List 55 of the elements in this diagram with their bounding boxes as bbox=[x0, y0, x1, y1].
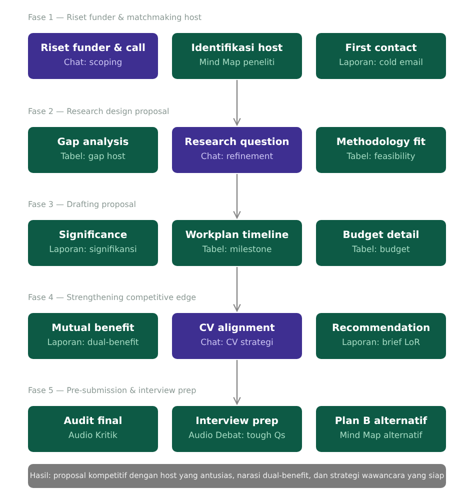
step-source: Tabel: milestone bbox=[202, 244, 272, 256]
phase-heading: Fase 5 — Pre-submission & interview prep bbox=[28, 386, 196, 395]
arrow bbox=[233, 360, 241, 405]
arrow bbox=[233, 267, 241, 312]
process-box bbox=[316, 220, 446, 266]
step-title: Workplan timeline bbox=[185, 230, 289, 243]
step-source: Tabel: feasibility bbox=[346, 152, 416, 163]
step-title: Mutual benefit bbox=[52, 323, 134, 336]
step-source: Audio Kritik bbox=[68, 430, 118, 442]
step-title: Plan B alternatif bbox=[334, 416, 428, 429]
arrow bbox=[233, 174, 241, 219]
step-title: Budget detail bbox=[342, 230, 420, 243]
step-source: Laporan: brief LoR bbox=[342, 338, 420, 349]
step-title: Riset funder & call bbox=[40, 43, 146, 56]
process-box bbox=[316, 406, 446, 452]
step-source: Chat: CV strategi bbox=[200, 338, 274, 349]
process-box bbox=[172, 406, 302, 452]
process-box bbox=[28, 406, 158, 452]
step-title: Interview prep bbox=[196, 416, 278, 429]
process-box bbox=[28, 33, 158, 79]
step-title: Research question bbox=[184, 137, 290, 150]
step-source: Laporan: cold email bbox=[339, 58, 423, 69]
step-source: Tabel: budget bbox=[352, 244, 410, 256]
step-source: Chat: scoping bbox=[64, 58, 122, 69]
process-box bbox=[172, 220, 302, 266]
process-box bbox=[28, 127, 158, 173]
process-box bbox=[316, 33, 446, 79]
phase-heading: Fase 4 — Strengthening competitive edge bbox=[28, 293, 196, 302]
arrow bbox=[233, 80, 241, 126]
step-title: Methodology fit bbox=[336, 137, 426, 150]
step-source: Mind Map alternatif bbox=[340, 430, 422, 442]
step-source: Tabel: gap host bbox=[60, 152, 126, 163]
step-title: CV alignment bbox=[199, 323, 275, 336]
process-box bbox=[28, 313, 158, 359]
process-box bbox=[172, 127, 302, 173]
step-title: First contact bbox=[345, 43, 417, 56]
process-box bbox=[316, 127, 446, 173]
step-source: Laporan: dual-benefit bbox=[47, 338, 139, 349]
step-title: Significance bbox=[58, 230, 128, 243]
step-title: Recommendation bbox=[332, 323, 430, 336]
step-title: Audit final bbox=[64, 416, 122, 429]
process-box bbox=[316, 313, 446, 359]
process-box bbox=[172, 33, 302, 79]
step-source: Mind Map peneliti bbox=[199, 58, 275, 69]
result-banner bbox=[28, 464, 446, 488]
phase-heading: Fase 2 — Research design proposal bbox=[28, 107, 170, 116]
process-box bbox=[172, 313, 302, 359]
phase-heading: Fase 1 — Riset funder & matchmaking host bbox=[28, 13, 202, 22]
step-source: Laporan: signifikansi bbox=[49, 244, 137, 256]
step-source: Audio Debat: tough Qs bbox=[188, 430, 286, 442]
step-title: Identifikasi host bbox=[191, 43, 283, 56]
phase-heading: Fase 3 — Drafting proposal bbox=[28, 200, 136, 209]
process-box bbox=[28, 220, 158, 266]
step-source: Chat: refinement bbox=[200, 152, 274, 163]
step-title: Gap analysis bbox=[57, 137, 129, 150]
